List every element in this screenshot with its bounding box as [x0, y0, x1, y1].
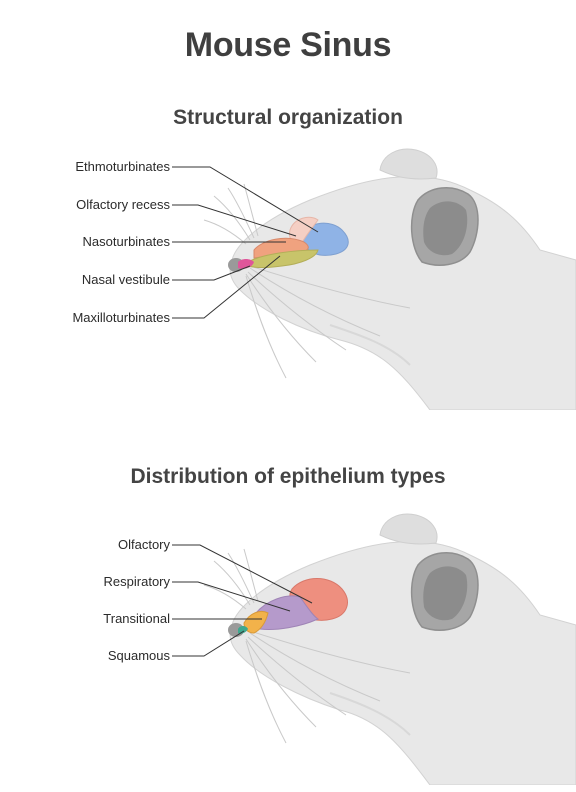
mouse-head-illustration-1	[172, 148, 576, 410]
leader-lines-2	[172, 544, 313, 657]
ethmoturbinates-leader	[172, 166, 319, 233]
squamous-region	[238, 626, 248, 634]
fur-ridge	[329, 692, 411, 736]
fur-ridge	[329, 324, 411, 366]
label-olfactory: Olfactory	[117, 537, 170, 552]
whiskers-lower	[245, 265, 411, 379]
label-olfactory-recess: Olfactory recess	[76, 197, 170, 212]
label-respiratory: Respiratory	[103, 574, 170, 589]
side-ear-inner	[423, 566, 468, 621]
label-squamous: Squamous	[107, 648, 170, 663]
label-maxilloturbinates: Maxilloturbinates	[72, 310, 170, 325]
nasal-vestibule-leader	[172, 265, 251, 281]
top-ear	[379, 148, 438, 180]
olfactory-leader	[172, 544, 313, 604]
mouse-head	[229, 175, 576, 410]
olfactory-recess-leader	[172, 204, 297, 237]
structural-diagram: Ethmoturbinates Olfactory recess Nasotur…	[0, 140, 576, 410]
squamous-leader	[172, 630, 245, 657]
leader-lines-1	[172, 166, 319, 319]
side-ear-inner	[423, 201, 468, 256]
maxilloturbinates-region	[247, 249, 319, 268]
label-transitional: Transitional	[103, 611, 170, 626]
page-title: Mouse Sinus	[184, 26, 392, 64]
mouse-head-illustration-2	[172, 513, 576, 785]
section-title-structural: Structural organization	[173, 106, 403, 129]
respiratory-leader	[172, 581, 291, 612]
whiskers-upper	[203, 548, 259, 610]
label-nasoturbinates: Nasoturbinates	[82, 234, 170, 249]
top-ear	[379, 513, 438, 545]
mouse-head	[229, 540, 576, 785]
section-title-epithelium: Distribution of epithelium types	[130, 465, 446, 488]
epithelium-diagram: Olfactory Respiratory Transitional Squam…	[0, 505, 576, 785]
label-nasal-vestibule: Nasal vestibule	[81, 272, 170, 287]
label-ethmoturbinates: Ethmoturbinates	[75, 159, 170, 174]
maxilloturbinates-leader	[172, 255, 281, 319]
whiskers-lower	[245, 630, 411, 744]
